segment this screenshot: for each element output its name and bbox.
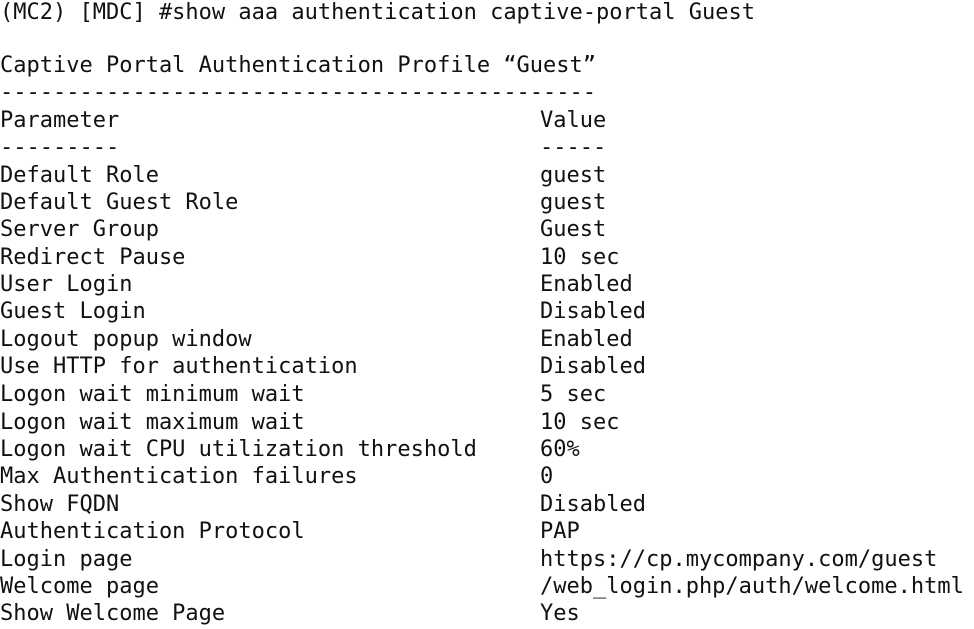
parameter-value: 10 sec <box>540 410 620 435</box>
parameter-value: PAP <box>540 519 580 544</box>
parameter-name: Max Authentication failures <box>0 464 358 489</box>
parameter-name: Authentication Protocol <box>0 519 305 544</box>
parameter-name: Show FQDN <box>0 492 120 517</box>
table-row: Logon wait minimum wait 5 sec <box>0 382 974 408</box>
parameter-name: Show Welcome Page <box>0 601 226 626</box>
parameter-value: Yes <box>540 601 580 626</box>
parameter-value: 10 sec <box>540 245 620 270</box>
parameter-value: Enabled <box>540 272 633 297</box>
parameter-value: https://cp.mycompany.com/guest <box>540 547 938 572</box>
parameter-name: Login page <box>0 547 133 572</box>
parameter-name: Redirect Pause <box>0 245 186 270</box>
parameter-value: Disabled <box>540 354 646 379</box>
table-row: Default Role guest <box>0 163 974 189</box>
parameter-value: /web_login.php/auth/welcome.html <box>540 574 964 599</box>
parameter-value: guest <box>540 190 607 215</box>
parameter-name: Default Role <box>0 163 159 188</box>
table-row: Logout popup window Enabled <box>0 327 974 353</box>
parameter-value: 0 <box>540 464 554 489</box>
table-row: Default Guest Role guest <box>0 190 974 216</box>
parameter-name: Logout popup window <box>0 327 252 352</box>
table-row: Logon wait maximum wait 10 sec <box>0 410 974 436</box>
parameter-name: Guest Login <box>0 299 146 324</box>
parameter-name: Default Guest Role <box>0 190 239 215</box>
table-row: Guest Login Disabled <box>0 299 974 325</box>
table-header-underline-row: --------- ----- <box>0 135 974 161</box>
parameter-name: Welcome page <box>0 574 159 599</box>
command-line: (MC2) [MDC] #show aaa authentication cap… <box>0 0 755 25</box>
column-header-parameter: Parameter <box>0 108 120 133</box>
parameter-name: Server Group <box>0 217 159 242</box>
parameter-value: Guest <box>540 217 607 242</box>
parameter-value: Disabled <box>540 492 646 517</box>
parameter-value: Enabled <box>540 327 633 352</box>
table-row: Use HTTP for authentication Disabled <box>0 354 974 380</box>
table-header-row: Parameter Value <box>0 108 974 134</box>
table-row: Login page https://cp.mycompany.com/gues… <box>0 547 974 573</box>
column-header-value: Value <box>540 108 607 133</box>
parameter-value: 60% <box>540 437 580 462</box>
parameter-name: User Login <box>0 272 133 297</box>
parameter-underline: --------- <box>0 135 120 160</box>
separator-line: ----------------------------------------… <box>0 80 597 105</box>
table-row: Show Welcome Page Yes <box>0 601 974 627</box>
table-row: Logon wait CPU utilization threshold 60% <box>0 437 974 463</box>
parameter-name: Logon wait maximum wait <box>0 410 305 435</box>
profile-title: Captive Portal Authentication Profile “G… <box>0 53 597 78</box>
table-row: Server Group Guest <box>0 217 974 243</box>
table-row: Authentication Protocol PAP <box>0 519 974 545</box>
parameter-name: Logon wait minimum wait <box>0 382 305 407</box>
parameter-value: 5 sec <box>540 382 607 407</box>
value-underline: ----- <box>540 135 607 160</box>
parameter-value: Disabled <box>540 299 646 324</box>
table-row: User Login Enabled <box>0 272 974 298</box>
parameter-name: Logon wait CPU utilization threshold <box>0 437 477 462</box>
parameter-value: guest <box>540 163 607 188</box>
table-row: Redirect Pause 10 sec <box>0 245 974 271</box>
parameter-name: Use HTTP for authentication <box>0 354 358 379</box>
table-row: Show FQDN Disabled <box>0 492 974 518</box>
table-row: Max Authentication failures 0 <box>0 464 974 490</box>
table-row: Welcome page /web_login.php/auth/welcome… <box>0 574 974 600</box>
